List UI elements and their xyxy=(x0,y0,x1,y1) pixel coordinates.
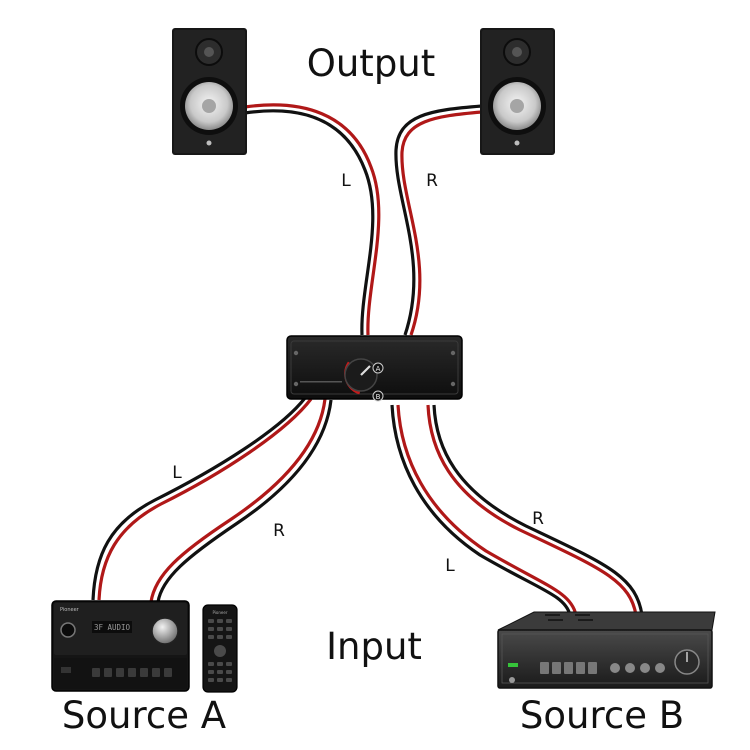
switch-label-a: A xyxy=(376,365,381,373)
cable-source-a-right xyxy=(149,398,333,603)
channel-label-source-b-left: L xyxy=(445,556,455,576)
switch-position-b xyxy=(372,390,384,402)
remote-control: Pioneer xyxy=(202,604,238,693)
amp-led xyxy=(508,663,518,667)
cable-output-right xyxy=(394,104,483,336)
channel-label-source-b-right: R xyxy=(532,509,544,529)
cable-source-b-right xyxy=(426,404,644,616)
cable-output-left xyxy=(244,103,381,336)
source-a-label: Source A xyxy=(62,694,226,737)
source-a-stereo-unit: Pioneer 3F AUDIO xyxy=(51,600,190,692)
source-b-label: Source B xyxy=(520,694,684,737)
switch-label-b: B xyxy=(376,393,381,401)
cable-source-b-left xyxy=(390,404,578,616)
channel-label-output-left: L xyxy=(341,171,351,191)
ab-switch-box: A B xyxy=(286,335,463,402)
channel-label-output-right: R xyxy=(426,171,438,191)
source-a-brand: Pioneer xyxy=(60,607,80,613)
speaker-right xyxy=(480,28,555,155)
selector-pointer xyxy=(360,365,371,376)
output-label: Output xyxy=(307,42,436,85)
channel-label-source-a-right: R xyxy=(273,521,285,541)
cable-source-a-left xyxy=(91,397,313,601)
source-a-display: 3F AUDIO xyxy=(94,623,131,632)
source-b-amplifier xyxy=(497,611,716,689)
speaker-left xyxy=(172,28,247,155)
channel-label-source-a-left: L xyxy=(172,463,182,483)
switch-position-a xyxy=(372,362,384,374)
input-label: Input xyxy=(326,625,422,668)
remote-brand: Pioneer xyxy=(213,610,228,615)
